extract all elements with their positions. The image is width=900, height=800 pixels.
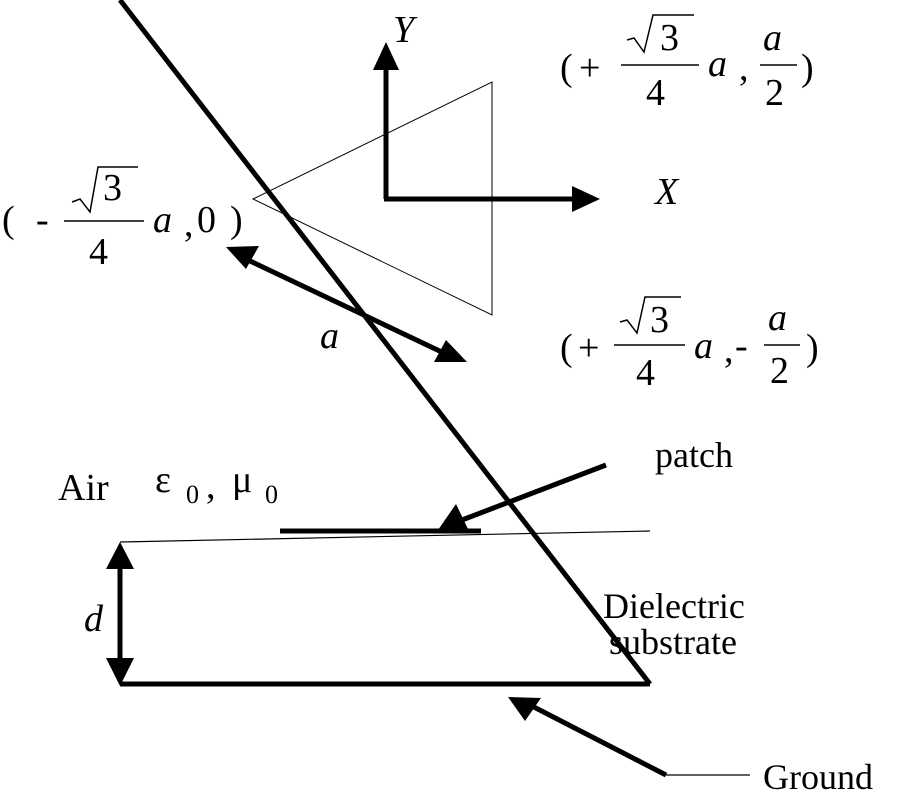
y-axis-arrowhead [373,42,399,70]
svg-text:a: a [694,325,713,367]
patch-pointer-arrowhead [438,504,468,530]
svg-text:0: 0 [197,199,216,241]
svg-text:ε: ε [155,459,171,501]
sqrt-symbol [71,166,138,214]
svg-text:+: + [579,47,600,89]
svg-text:4: 4 [89,231,108,273]
svg-text:2: 2 [765,72,784,114]
svg-text:μ: μ [232,459,252,501]
sqrt-symbol [626,14,694,54]
svg-text:4: 4 [636,352,655,394]
svg-text:(: ( [560,327,573,369]
svg-text:,: , [184,203,194,245]
svg-text:(: ( [560,47,573,89]
ground-pointer-line [528,702,668,778]
svg-text:(: ( [2,199,15,241]
dielectric-label-line2: substrate [609,622,737,662]
y-axis-label: Y [393,9,418,51]
patch-label: patch [655,435,733,475]
vertex-label-top-right: ( + 3 4 a , a 2 ) [560,14,814,114]
svg-text:Air: Air [58,467,109,509]
thickness-arrowhead-top [106,542,134,569]
svg-text:0: 0 [265,480,278,509]
svg-text:,: , [206,465,216,507]
svg-text:): ) [230,199,243,241]
svg-text:3: 3 [660,17,679,59]
svg-text:0: 0 [186,480,199,509]
svg-text:,: , [739,47,749,89]
svg-text:4: 4 [646,72,665,114]
thickness-arrowhead-bottom [106,658,134,686]
svg-text:a: a [708,43,727,85]
patch-pointer-line [461,462,607,523]
side-length-arrowhead-start [226,246,259,269]
svg-text:): ) [801,47,814,89]
vertex-label-left: ( - 3 4 a , 0 ) [2,166,243,273]
side-length-arrow-line [246,257,450,358]
svg-text:a: a [153,199,172,241]
svg-text:-: - [36,199,49,241]
svg-text:a: a [768,297,787,339]
x-axis-arrowhead [572,186,600,212]
svg-text:+: + [578,327,599,369]
ground-plane [118,0,652,686]
ground-label: Ground [763,757,873,797]
side-length-arrowhead-end [434,340,467,362]
svg-text:2: 2 [770,350,789,392]
svg-text:3: 3 [650,299,669,341]
svg-text:-: - [735,325,748,367]
svg-text:3: 3 [103,167,122,209]
substrate-top-surface [119,530,651,543]
svg-text:a: a [763,17,782,59]
air-medium-label: Air ε 0 , μ 0 [58,459,278,509]
vertex-label-bottom-right: ( + 3 4 a , - a 2 ) [560,296,819,394]
ground-pointer-arrowhead [508,697,541,721]
thickness-label: d [84,598,104,640]
x-axis-label: X [653,171,680,213]
svg-text:): ) [806,327,819,369]
side-length-label: a [320,315,339,357]
svg-text:,: , [724,329,734,371]
sqrt-symbol [619,296,681,335]
dielectric-label-line1: Dielectric [603,586,745,626]
